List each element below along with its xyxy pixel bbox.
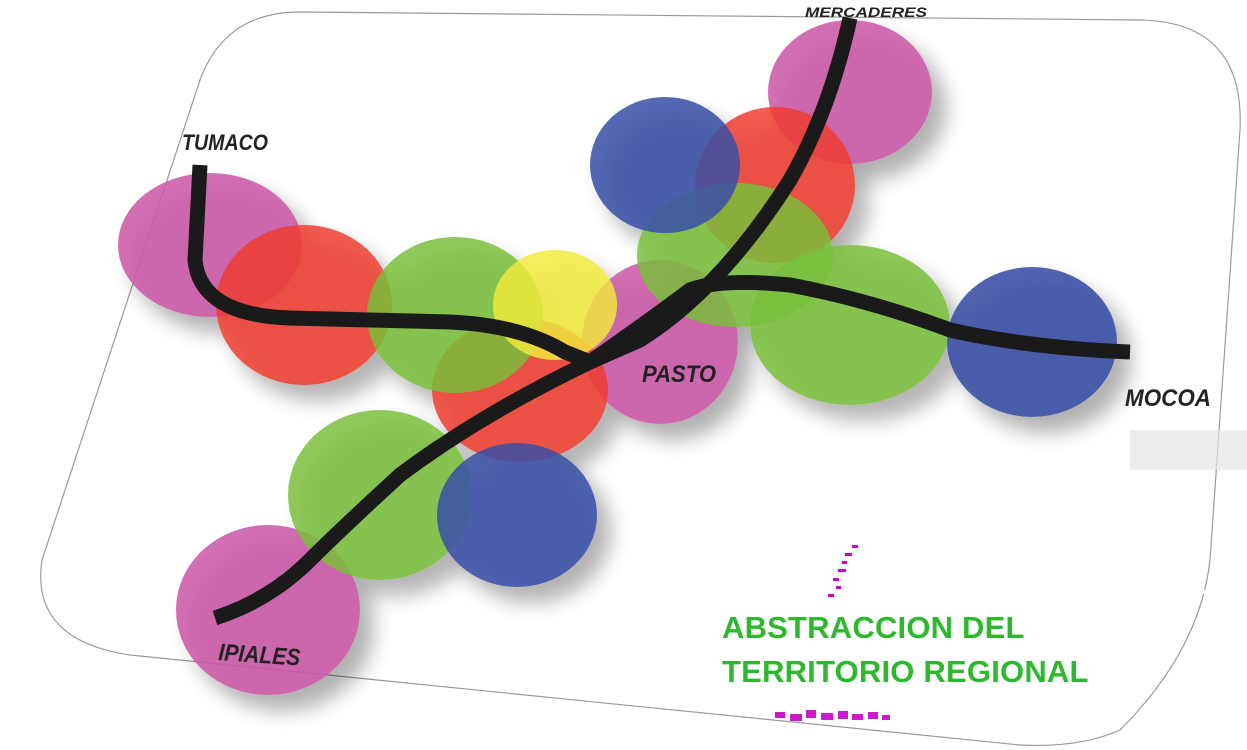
label-pasto: PASTO (642, 361, 716, 388)
label-mercaderes: MERCADERES (805, 4, 928, 20)
label-tumaco: TUMACO (182, 130, 268, 155)
label-ipiales: IPIALES (218, 639, 302, 672)
frame-border (40, 11, 1241, 746)
diagram-title-line-2: TERRITORIO REGIONAL (722, 654, 1089, 689)
label-mocoa: MOCOA (1125, 385, 1211, 412)
diagram-title-line-1: ABSTRACCION DEL (722, 610, 1025, 645)
decorative-hatch-icon (775, 710, 890, 721)
circle-red-west (216, 225, 392, 385)
shadow-band (1130, 430, 1247, 470)
frame-cut (1169, 586, 1247, 597)
road-pasto-mocoa (585, 274, 1131, 369)
road-pasto-ipiales (212, 355, 594, 626)
road-tumaco-pasto (187, 164, 593, 369)
road-mercaderes-pasto (586, 16, 858, 369)
circle-ipiales (176, 525, 360, 695)
circle-blue-south (437, 443, 597, 587)
decorative-squiggle-icon (828, 545, 858, 597)
circle-blue-north (590, 97, 740, 233)
diagram-title: ABSTRACCION DEL TERRITORIO REGIONAL (722, 606, 1182, 694)
road-network (187, 16, 1131, 626)
